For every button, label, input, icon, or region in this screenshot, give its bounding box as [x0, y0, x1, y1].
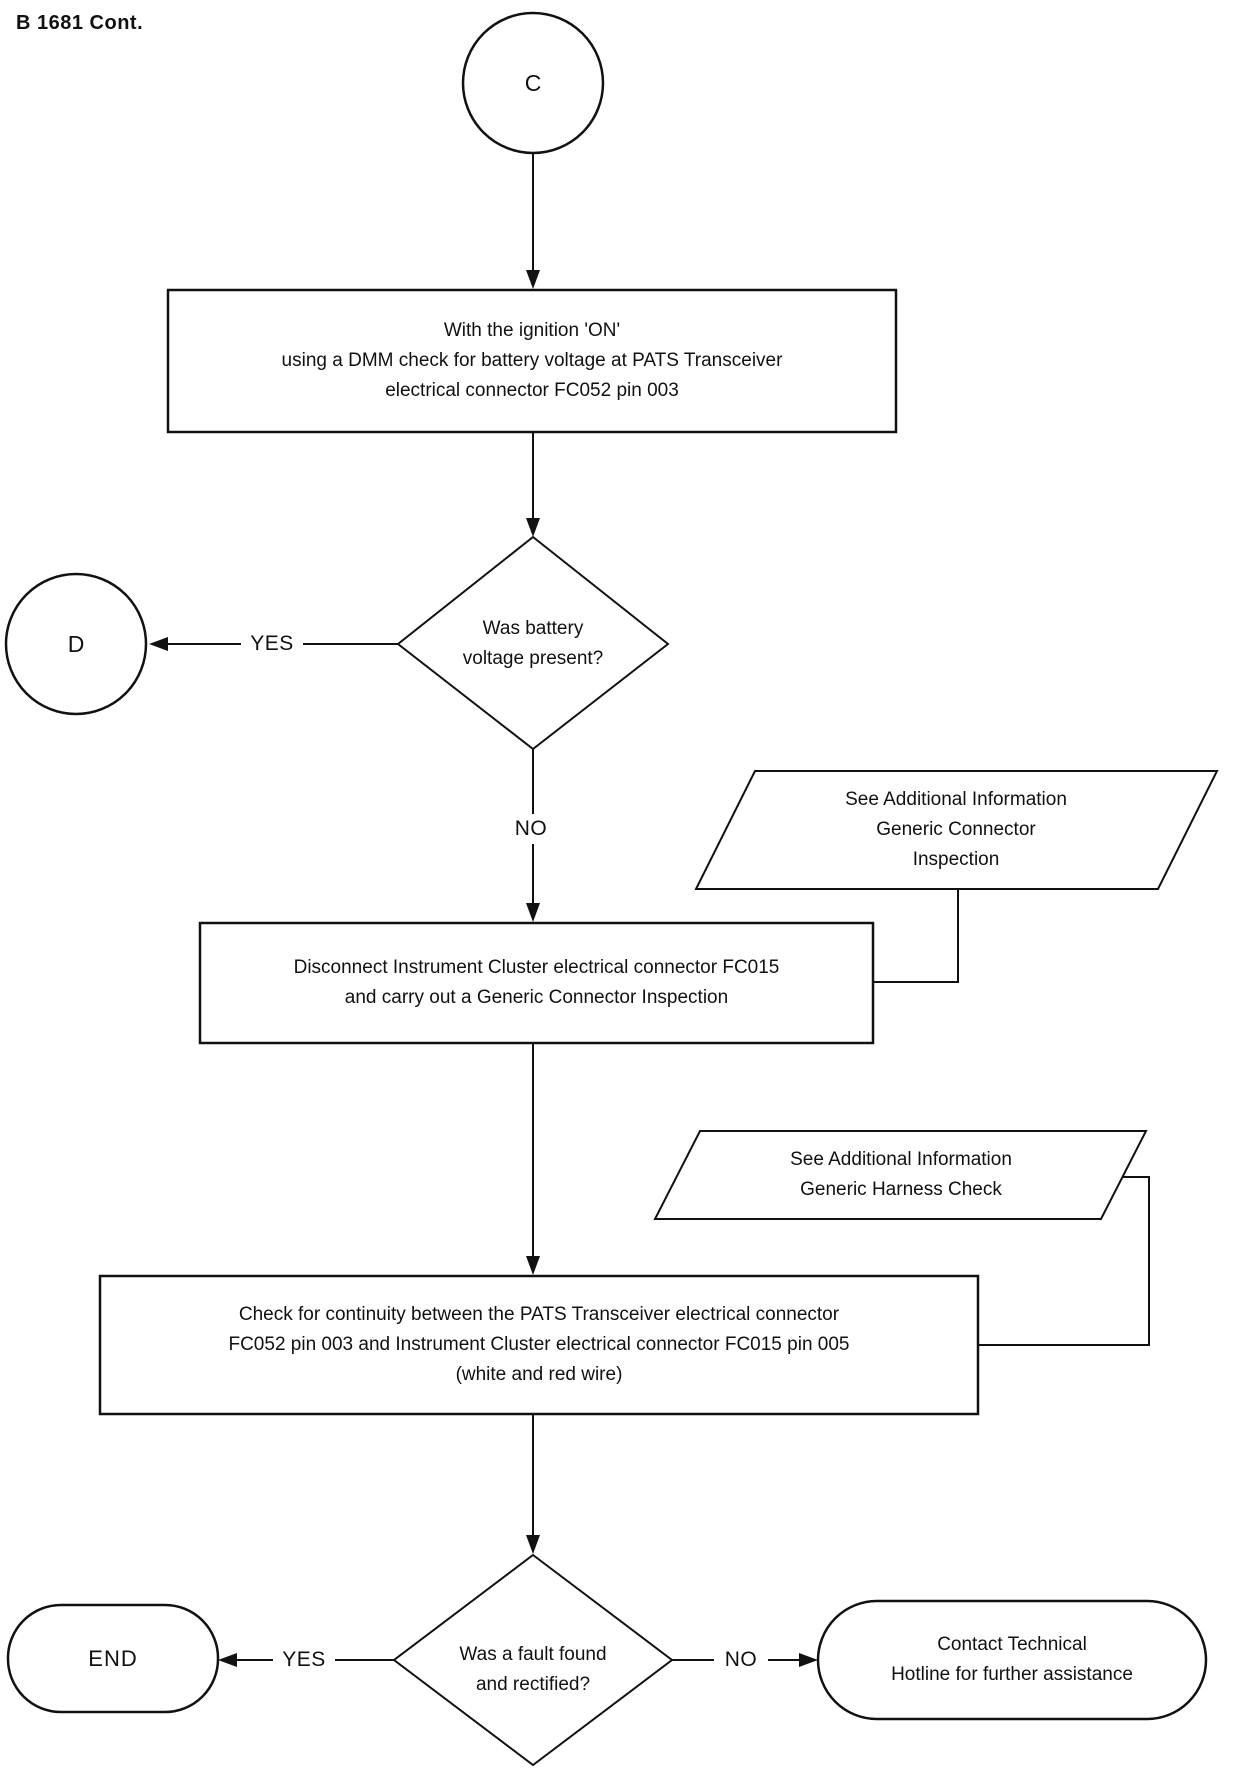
edge-ref2-to-step3 — [978, 1176, 1150, 1346]
connector-d-label: D — [67, 631, 85, 657]
step3-box — [98, 1274, 980, 1416]
arrowhead-into-step1 — [526, 270, 540, 289]
arrowhead-into-decision1 — [526, 518, 540, 537]
step1-text: With the ignition 'ON' using a DMM check… — [281, 320, 783, 401]
connector-c-circle — [461, 11, 605, 155]
decision2-diamond — [392, 1553, 674, 1767]
arrowhead-into-decision2 — [526, 1535, 540, 1554]
step2-text: Disconnect Instrument Cluster electrical… — [293, 957, 780, 1008]
decision1-text: Was battery voltage present? — [462, 618, 604, 669]
arrowhead-into-step2 — [526, 903, 540, 922]
step1-box — [166, 288, 898, 434]
ref-harness-check-text: See Additional Information Generic Harne… — [790, 1149, 1012, 1200]
contact-terminator-text: Contact Technical Hotline for further as… — [891, 1634, 1133, 1685]
decision1-diamond — [396, 535, 670, 751]
step3-text: Check for continuity between the PATS Tr… — [228, 1304, 850, 1385]
ref2-parallelogram — [653, 1130, 1148, 1220]
step2-box — [198, 921, 875, 1045]
decision1-no-label: NO — [504, 814, 558, 844]
arrowhead-into-contact — [799, 1653, 818, 1667]
page-title: B 1681 Cont. — [16, 12, 144, 34]
connector-c-label: C — [524, 70, 542, 96]
arrowhead-into-d — [149, 637, 168, 651]
connector-d-circle — [4, 572, 148, 716]
decision2-text: Was a fault found and rectified? — [459, 1644, 607, 1695]
edge-ref1-to-step2 — [873, 889, 959, 983]
end-terminator — [6, 1603, 220, 1714]
ref-connector-inspection-text: See Additional Information Generic Conne… — [845, 789, 1067, 870]
arrowhead-into-end — [218, 1653, 237, 1667]
decision2-no-label: NO — [714, 1645, 768, 1675]
ref1-parallelogram — [694, 770, 1219, 890]
decision1-yes-label: YES — [241, 629, 303, 659]
end-terminator-label: END — [88, 1645, 138, 1671]
decision2-yes-label: YES — [273, 1645, 335, 1675]
arrowhead-into-step3 — [526, 1256, 540, 1275]
